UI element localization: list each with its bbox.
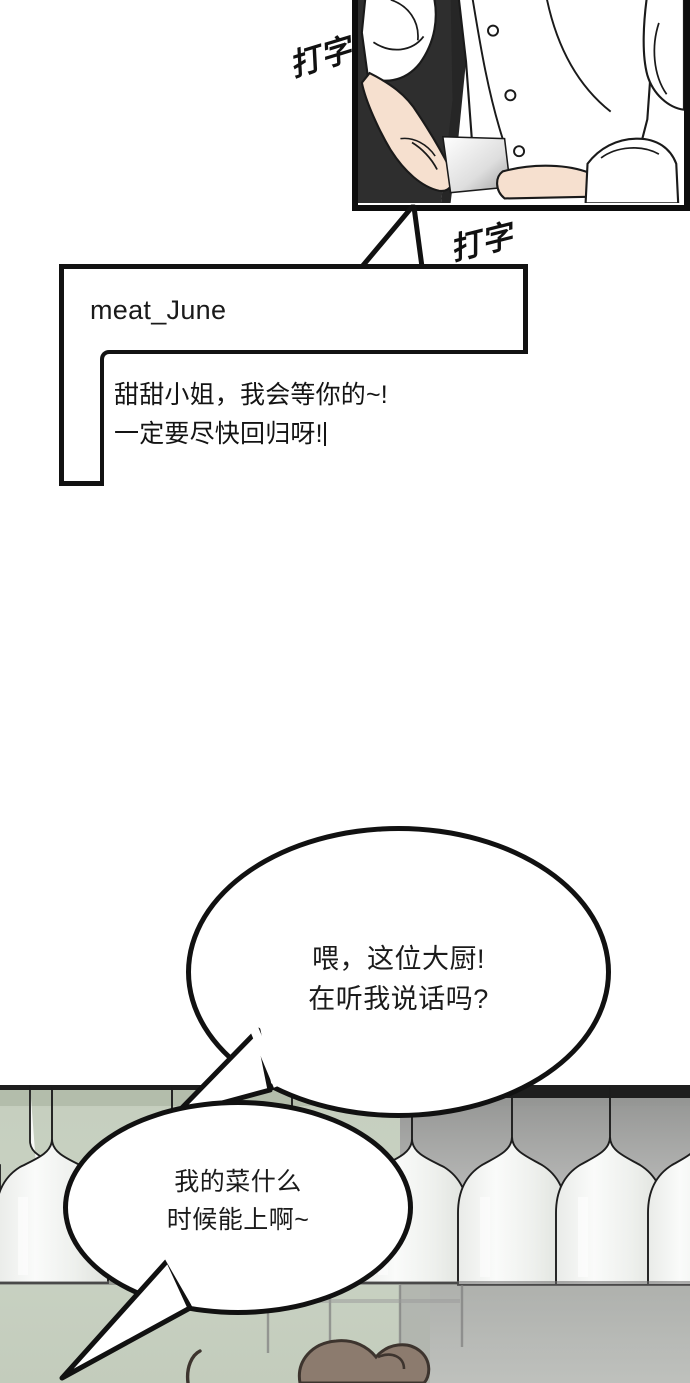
speech-bubble-text: 我的菜什么 时候能上啊~ bbox=[166, 1168, 310, 1234]
chef-hands-phone-panel bbox=[352, 0, 690, 211]
chat-username: meat_June bbox=[90, 295, 227, 325]
bubble-top-tail bbox=[171, 1022, 283, 1119]
speech-bubble-my-dish: 我的菜什么 时候能上啊~ bbox=[63, 1100, 413, 1315]
panel-to-chat-tail bbox=[357, 204, 426, 272]
bubble-bottom-tail bbox=[59, 1249, 200, 1381]
speech-bubble-text: 喂，这位大厨! 在听我说话吗? bbox=[308, 944, 489, 1014]
chef-illustration bbox=[358, 0, 684, 204]
text-caret bbox=[323, 422, 326, 446]
chat-message-box: meat_June 甜甜小姐，我会等你的~! 一定要尽快回归呀! bbox=[59, 264, 528, 486]
typing-sfx-icon: 打字 bbox=[285, 31, 357, 85]
customer-hair bbox=[297, 1339, 431, 1383]
chat-message-text: 甜甜小姐，我会等你的~! 一定要尽快回归呀! bbox=[114, 381, 388, 448]
chat-input-field[interactable]: 甜甜小姐，我会等你的~! 一定要尽快回归呀! bbox=[100, 350, 528, 486]
